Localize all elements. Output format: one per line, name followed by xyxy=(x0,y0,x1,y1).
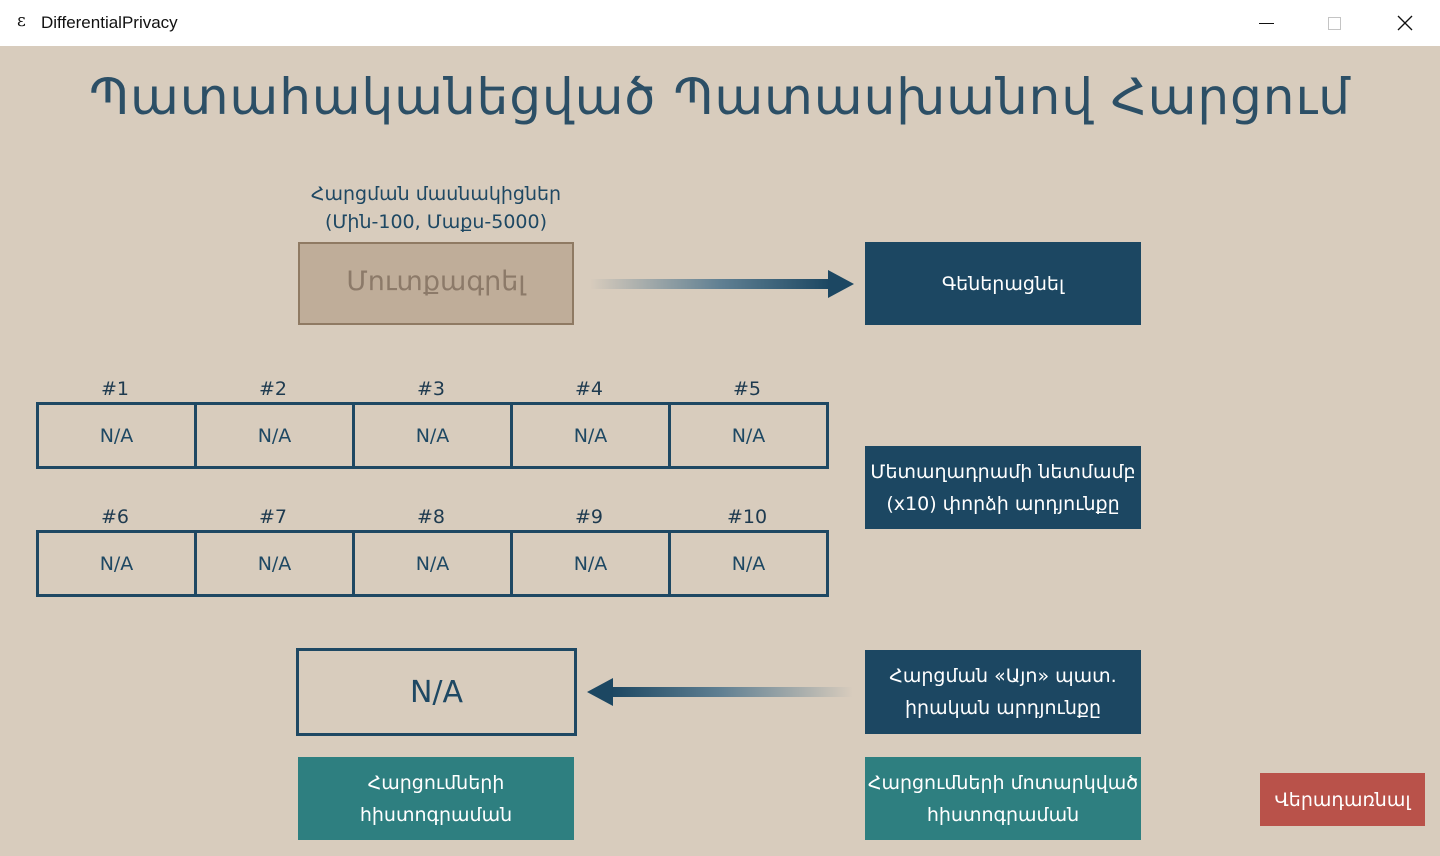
arrow-right-icon xyxy=(590,270,854,298)
approx-histogram-button[interactable]: Հարցումների մոտարկված հիստոգրաման xyxy=(865,757,1141,840)
arrow-left-icon xyxy=(587,678,853,706)
trial-cell: N/A xyxy=(39,533,197,594)
trials-row-1: N/A N/A N/A N/A N/A xyxy=(36,402,829,469)
title-bar: ε DifferentialPrivacy xyxy=(0,0,1440,46)
trial-cell: N/A xyxy=(731,552,766,575)
trial-label: #8 xyxy=(416,506,445,528)
actual-result-display: N/A xyxy=(296,648,577,736)
trial-cell: N/A xyxy=(731,424,766,447)
trial-label: #9 xyxy=(574,506,603,528)
trial-label: #10 xyxy=(726,506,768,528)
coin-toss-label-line2: (x10) փորձի արդյունքը xyxy=(886,492,1120,515)
minimize-button[interactable] xyxy=(1243,0,1289,46)
generate-button-label: Գեներացնել xyxy=(941,272,1065,295)
trial-cell: N/A xyxy=(197,405,355,466)
trial-label: #5 xyxy=(732,378,761,400)
trial-cell: N/A xyxy=(39,405,197,466)
coin-toss-label-line1: Մետաղադրամի նետմամբ xyxy=(870,460,1136,483)
participants-input[interactable]: Մուտքագրել xyxy=(298,242,574,325)
participants-label-line2: (Մին-100, Մաքս-5000) xyxy=(324,211,548,233)
reset-button-label: Վերադառնալ xyxy=(1274,788,1411,811)
trial-label: #4 xyxy=(574,378,603,400)
coin-toss-button[interactable]: Մետաղադրամի նետմամբ (x10) փորձի արդյունք… xyxy=(865,446,1141,529)
trial-label: #1 xyxy=(100,378,129,400)
maximize-button[interactable] xyxy=(1311,0,1357,46)
participants-label: Հարցման մասնակիցներ (Մին-100, Մաքս-5000) xyxy=(286,180,586,236)
page-title: Պատահականեցված Պատասխանով Հարցում xyxy=(89,68,1351,126)
histogram-button[interactable]: Հարցումների հիստոգրաման xyxy=(298,757,574,840)
trial-cell: N/A xyxy=(197,533,355,594)
approx-histogram-label-line1: Հարցումների մոտարկված xyxy=(867,771,1139,794)
window-title: DifferentialPrivacy xyxy=(41,13,178,32)
actual-yes-label-line1: Հարցման «Այո» պատ. xyxy=(889,665,1117,687)
app-icon: ε xyxy=(17,11,26,31)
reset-button[interactable]: Վերադառնալ xyxy=(1260,773,1425,826)
close-icon xyxy=(1397,15,1413,31)
minimize-icon xyxy=(1258,22,1274,24)
generate-button[interactable]: Գեներացնել xyxy=(865,242,1141,325)
trial-label: #3 xyxy=(416,378,445,400)
trial-cell: N/A xyxy=(355,405,513,466)
participants-label-line1: Հարցման մասնակիցներ xyxy=(310,183,562,205)
actual-yes-label-line2: իրական արդյունքը xyxy=(904,697,1101,719)
trial-label: #7 xyxy=(258,506,287,528)
trial-cell: N/A xyxy=(513,405,671,466)
trial-cell: N/A xyxy=(513,533,671,594)
trial-cell: N/A xyxy=(355,533,513,594)
close-button[interactable] xyxy=(1382,0,1428,46)
trial-label: #2 xyxy=(258,378,287,400)
histogram-label-line1: Հարցումների xyxy=(367,771,505,794)
approx-histogram-label-line2: հիստոգրաման xyxy=(926,803,1080,826)
trial-label: #6 xyxy=(100,506,129,528)
histogram-label-line2: հիստոգրաման xyxy=(359,803,513,826)
maximize-icon xyxy=(1327,16,1341,30)
actual-yes-result-button[interactable]: Հարցման «Այո» պատ. իրական արդյունքը xyxy=(865,650,1141,734)
trials-row-2: N/A N/A N/A N/A N/A xyxy=(36,530,829,597)
